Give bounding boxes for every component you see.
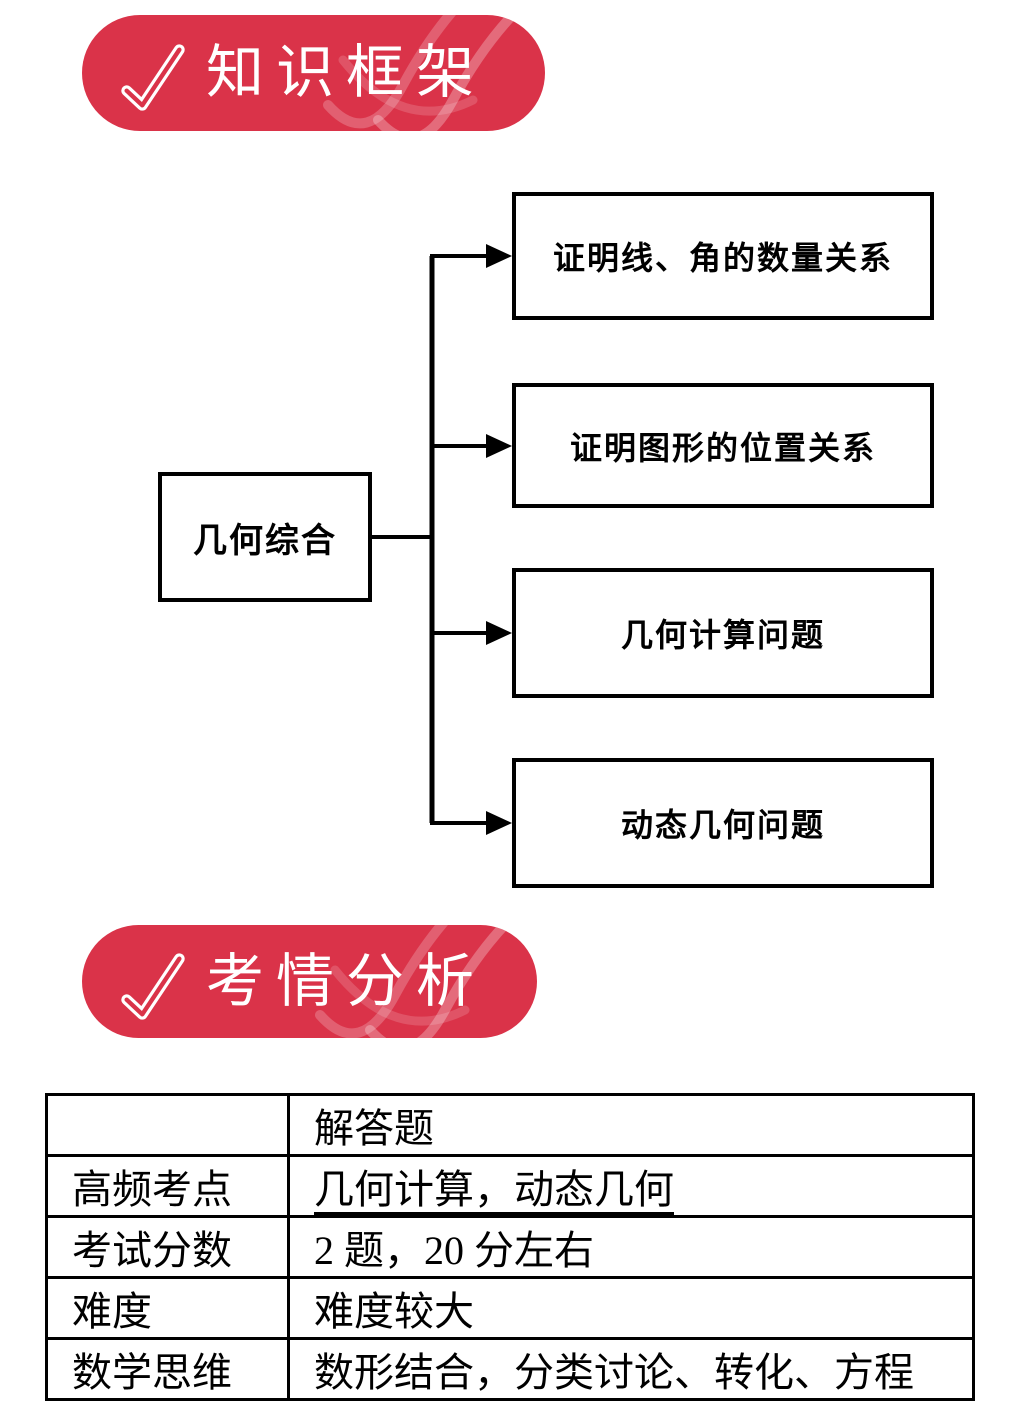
diagram-child-box-position-relations: 证明图形的位置关系 xyxy=(512,383,934,508)
table-row: 数学思维 数形结合，分类讨论、转化、方程 xyxy=(45,1337,975,1401)
table-row: 高频考点 几何计算，动态几何 xyxy=(45,1154,975,1218)
header-question-type-cell: 解答题 xyxy=(287,1093,975,1157)
diagram-child-box-quantity-relations: 证明线、角的数量关系 xyxy=(512,192,934,320)
row-value: 2 题，20 分左右 xyxy=(287,1215,975,1279)
row-label: 难度 xyxy=(45,1276,290,1340)
row-value: 难度较大 xyxy=(287,1276,975,1340)
diagram-root-box: 几何综合 xyxy=(158,472,372,602)
table-row: 难度 难度较大 xyxy=(45,1276,975,1340)
check-icon xyxy=(121,952,185,1020)
diagram-child-box-calculation-problems: 几何计算问题 xyxy=(512,568,934,698)
diagram-child-box-dynamic-geometry: 动态几何问题 xyxy=(512,758,934,888)
row-label: 考试分数 xyxy=(45,1215,290,1279)
section-banner-exam: 考情分析 xyxy=(82,925,537,1038)
table-header-row: 解答题 xyxy=(45,1093,975,1157)
row-label: 数学思维 xyxy=(45,1337,290,1401)
check-icon xyxy=(121,44,185,111)
section-title-exam: 考情分析 xyxy=(206,948,487,1014)
row-label: 高频考点 xyxy=(45,1154,290,1218)
row-value: 数形结合，分类讨论、转化、方程 xyxy=(287,1337,975,1401)
table-row: 考试分数 2 题，20 分左右 xyxy=(45,1215,975,1279)
exam-analysis-table: 解答题 高频考点 几何计算，动态几何 考试分数 2 题，20 分左右 难度 难度… xyxy=(45,1093,975,1401)
high-frequency-topics-value: 几何计算，动态几何 xyxy=(314,1167,674,1212)
row-value: 几何计算，动态几何 xyxy=(287,1154,975,1218)
section-title-knowledge: 知识框架 xyxy=(206,40,487,105)
section-banner-knowledge: 知识框架 xyxy=(82,15,545,131)
header-empty-cell xyxy=(45,1093,290,1157)
